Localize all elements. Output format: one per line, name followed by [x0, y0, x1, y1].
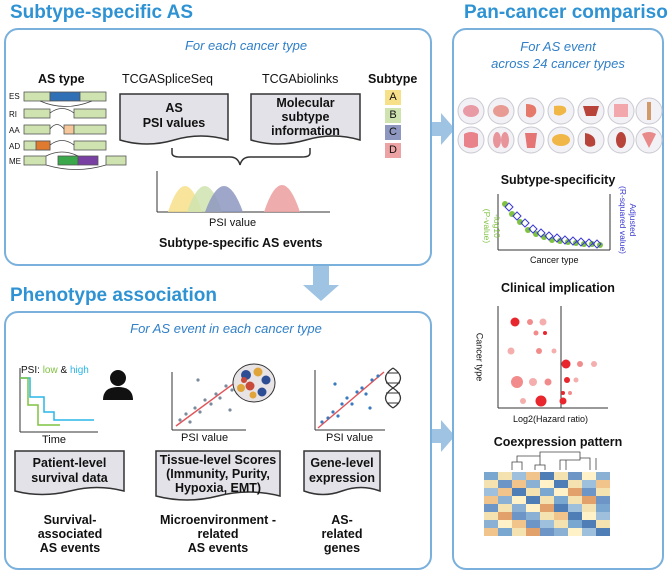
- subtype-a: A: [385, 90, 401, 105]
- psi-legend: PSI: low & high: [21, 365, 89, 376]
- pan-cancer-subtitle-1: For AS event: [520, 39, 596, 54]
- clinical-x-axis: Log2(Hazard ratio): [513, 414, 589, 424]
- psi-low: low: [42, 365, 58, 376]
- source-spliceseq: TCGASpliceSeq: [122, 72, 214, 86]
- subtype-d: D: [385, 143, 401, 158]
- doc-subtype-line3: information: [271, 124, 340, 138]
- result-gene-3: genes: [323, 541, 361, 555]
- specificity-x-axis: Cancer type: [530, 255, 579, 265]
- result-micro-2: related: [197, 527, 239, 541]
- subtype-events-label: Subtype-specific AS events: [159, 236, 323, 250]
- as-type-ri: RI: [9, 110, 17, 119]
- pan-cancer-title: Pan-cancer comparison: [464, 2, 668, 23]
- specificity-title: Subtype-specificity: [500, 173, 616, 187]
- doc-tissue-line2: (Immunity, Purity,: [166, 467, 270, 481]
- doc-survival: Patient-level survival data: [31, 456, 108, 485]
- pan-cancer-subtitle-2: across 24 cancer types: [491, 56, 625, 71]
- result-micro-1: Microenvironment -: [160, 513, 276, 527]
- subtype-label: Subtype: [368, 72, 418, 86]
- result-micro-3: AS events: [187, 541, 249, 555]
- as-type-ad: AD: [9, 142, 21, 151]
- as-type-me: ME: [9, 157, 21, 166]
- coexpr-title: Coexpression pattern: [493, 435, 623, 449]
- psi-amp: &: [57, 365, 70, 376]
- psi-high: high: [69, 365, 89, 376]
- subtype-specific-title: Subtype-specific AS: [10, 2, 194, 23]
- doc-subtype-line1: Molecular: [276, 96, 335, 110]
- result-gene-2: related: [321, 527, 363, 541]
- phenotype-subtitle: For AS event in each cancer type: [130, 321, 322, 336]
- source-biolinks: TCGAbiolinks: [262, 72, 339, 86]
- doc-subtype-line2: subtype: [281, 110, 330, 124]
- time-axis: Time: [42, 434, 67, 446]
- result-gene-1: AS-: [331, 513, 353, 527]
- subtype-subtitle: For each cancer type: [184, 38, 308, 53]
- clinical-title: Clinical implication: [501, 281, 615, 295]
- result-survival-3: AS events: [39, 541, 101, 555]
- as-type-aa: AA: [9, 126, 20, 135]
- result-survival-2: associated: [37, 527, 103, 541]
- doc-tissue-line1: Tissue-level Scores: [159, 453, 277, 467]
- phenotype-title: Phenotype association: [10, 285, 217, 306]
- phenotype-panel: For AS event in each cancer type: [4, 311, 432, 570]
- doc-gene-line2: expression: [308, 471, 375, 485]
- psi-value-axis-2: PSI value: [181, 432, 229, 444]
- doc-as-line2: PSI values: [142, 116, 206, 130]
- doc-gene-line1: Gene-level: [310, 456, 374, 470]
- as-type-es: ES: [9, 92, 20, 101]
- psi-value-axis-3: PSI value: [326, 432, 374, 444]
- subtype-c: C: [385, 125, 401, 140]
- doc-tissue-line3: Hypoxia, EMT): [174, 481, 262, 495]
- psi-prefix: PSI:: [21, 365, 43, 376]
- as-type-label: AS type: [38, 72, 85, 86]
- psi-value-axis: PSI value: [209, 217, 257, 229]
- subtype-b: B: [385, 108, 401, 123]
- result-survival-1: Survival-: [43, 513, 97, 527]
- doc-as-line1: AS: [165, 101, 183, 115]
